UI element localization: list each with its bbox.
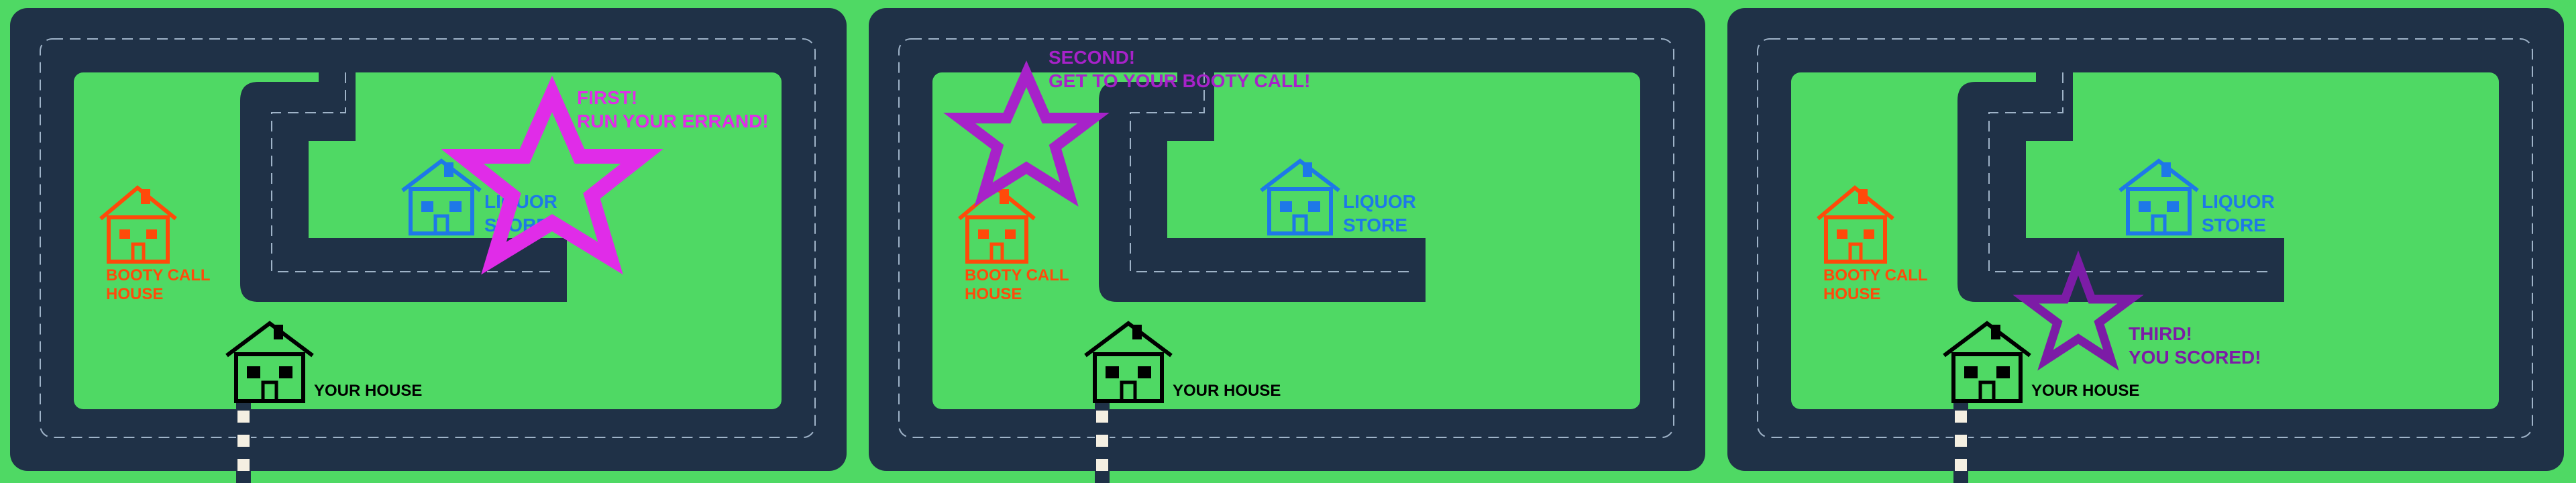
liquor-label-line2: STORE <box>2202 215 2266 235</box>
liquor-store: LIQUOR STORE <box>401 158 557 235</box>
your-house-label: YOUR HOUSE <box>2031 382 2139 400</box>
callout-line2: GET TO YOUR BOOTY CALL! <box>1049 70 1310 91</box>
your-house: YOUR HOUSE <box>225 321 422 403</box>
driveway <box>1953 402 1968 483</box>
store-icon <box>1260 158 1340 235</box>
booty-label-line1: BOOTY CALL <box>965 266 1069 284</box>
driveway <box>236 402 251 483</box>
callout-line1: SECOND! <box>1049 47 1135 68</box>
house-icon <box>1943 321 2031 403</box>
liquor-store: LIQUOR STORE <box>2118 158 2275 235</box>
step-star-first: FIRST! RUN YOUR ERRAND! <box>441 75 769 275</box>
panel-3: BOOTY CALL HOUSE LIQUOR STORE <box>1727 8 2564 483</box>
house-icon <box>99 185 177 264</box>
panel-1: BOOTY CALL HOUSE LIQUOR STORE <box>10 8 847 483</box>
booty-label-line1: BOOTY CALL <box>106 266 211 284</box>
liquor-label-line1: LIQUOR <box>484 191 557 212</box>
booty-label-line2: HOUSE <box>1823 285 1880 303</box>
house-icon <box>1817 185 1894 264</box>
your-house: YOUR HOUSE <box>1084 321 1281 403</box>
booty-call-house: BOOTY CALL HOUSE <box>958 185 1069 303</box>
liquor-store: LIQUOR STORE <box>1260 158 1416 235</box>
star-outline-icon <box>441 75 663 275</box>
step-star-third: THIRD! YOU SCORED! <box>2012 250 2261 371</box>
your-house-label: YOUR HOUSE <box>1173 382 1281 400</box>
liquor-label-line1: LIQUOR <box>1343 191 1416 212</box>
callout-line1: THIRD! <box>2129 323 2192 344</box>
callout-line2: RUN YOUR ERRAND! <box>577 111 769 131</box>
driveway <box>1095 402 1110 483</box>
star-outline-icon <box>2012 250 2144 371</box>
road-inner-hook <box>240 67 567 302</box>
booty-label-line2: HOUSE <box>106 285 163 303</box>
your-house-label: YOUR HOUSE <box>314 382 422 400</box>
your-house: YOUR HOUSE <box>1943 321 2139 403</box>
panel-2: BOOTY CALL HOUSE LIQUOR STORE <box>869 8 1705 483</box>
house-icon <box>225 321 314 403</box>
booty-label-line2: HOUSE <box>965 285 1022 303</box>
booty-call-house: BOOTY CALL HOUSE <box>99 185 211 303</box>
step-star-second: SECOND! GET TO YOUR BOOTY CALL! <box>943 47 1310 207</box>
callout-line1: FIRST! <box>577 87 637 108</box>
store-icon <box>2118 158 2199 235</box>
house-icon <box>958 185 1036 264</box>
liquor-label-line2: STORE <box>1343 215 1407 235</box>
house-icon <box>1084 321 1173 403</box>
booty-call-house: BOOTY CALL HOUSE <box>1817 185 1928 303</box>
store-icon <box>401 158 482 235</box>
callout-line2: YOU SCORED! <box>2129 347 2261 368</box>
booty-label-line1: BOOTY CALL <box>1823 266 1928 284</box>
star-outline-icon <box>943 60 1110 207</box>
road-inner-hook <box>1099 67 1426 302</box>
liquor-label-line1: LIQUOR <box>2202 191 2275 212</box>
